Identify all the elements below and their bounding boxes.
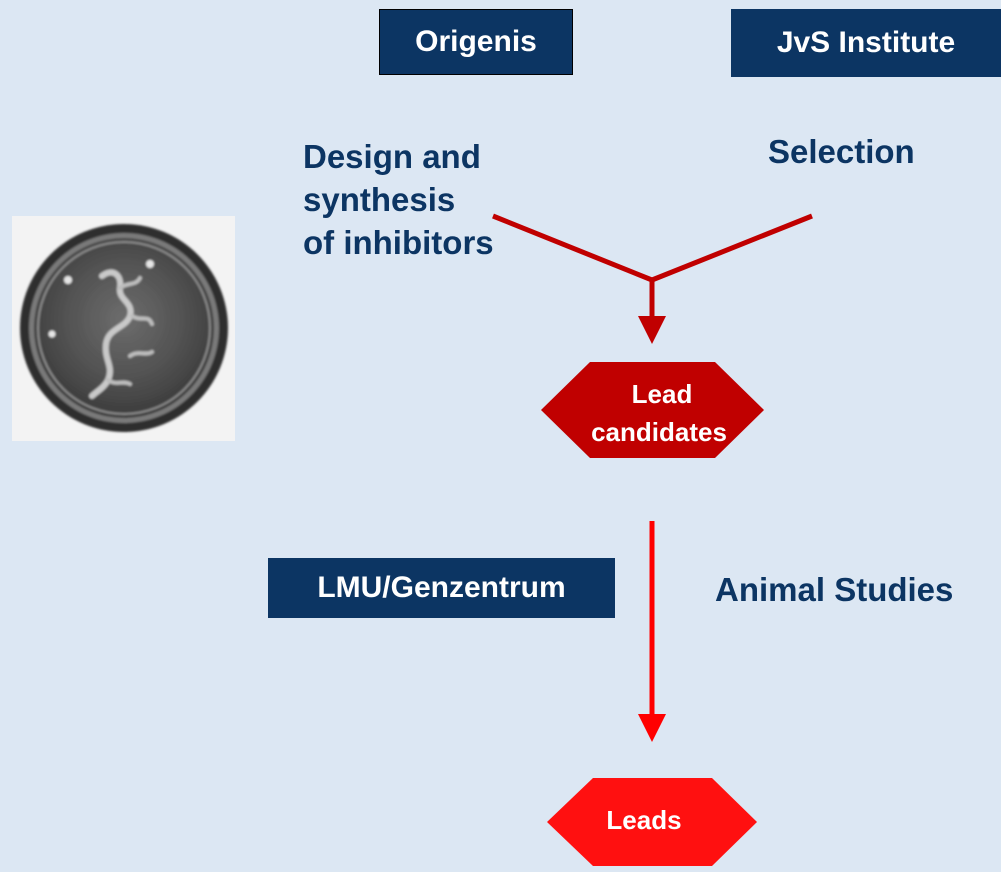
animal-studies-arrow: [638, 521, 666, 742]
leads-label: Leads: [606, 805, 681, 835]
origenis-box: Origenis: [379, 9, 573, 75]
design-synthesis-label: Design and synthesis of inhibitors: [303, 135, 494, 264]
lead-candidates-shape: [541, 362, 764, 458]
lead-candidates-hexagon: Lead candidates: [541, 362, 764, 458]
selection-branch-line: [651, 213, 813, 283]
lmu-genzentrum-label: LMU/Genzentrum: [317, 571, 566, 604]
merge-arrow: [492, 213, 813, 344]
lmu-genzentrum-box: LMU/Genzentrum: [268, 558, 615, 618]
jvs-institute-box: JvS Institute: [731, 9, 1001, 77]
design-line-2: synthesis: [303, 181, 456, 218]
lead-candidates-line-2: candidates: [591, 417, 727, 447]
petri-dish-image: [12, 216, 235, 441]
animal-studies-label: Animal Studies: [715, 571, 954, 608]
lead-candidates-line-1: Lead: [632, 379, 693, 409]
design-line-3: of inhibitors: [303, 224, 494, 261]
design-branch-line: [492, 213, 653, 283]
jvs-institute-label: JvS Institute: [776, 26, 956, 59]
leads-hexagon: Leads: [547, 778, 757, 866]
animal-studies-arrowhead: [638, 714, 666, 742]
selection-label: Selection: [768, 133, 915, 170]
merge-arrowhead: [638, 316, 666, 344]
leads-shape: [547, 778, 757, 866]
origenis-label: Origenis: [415, 25, 537, 58]
design-line-1: Design and: [303, 138, 481, 175]
